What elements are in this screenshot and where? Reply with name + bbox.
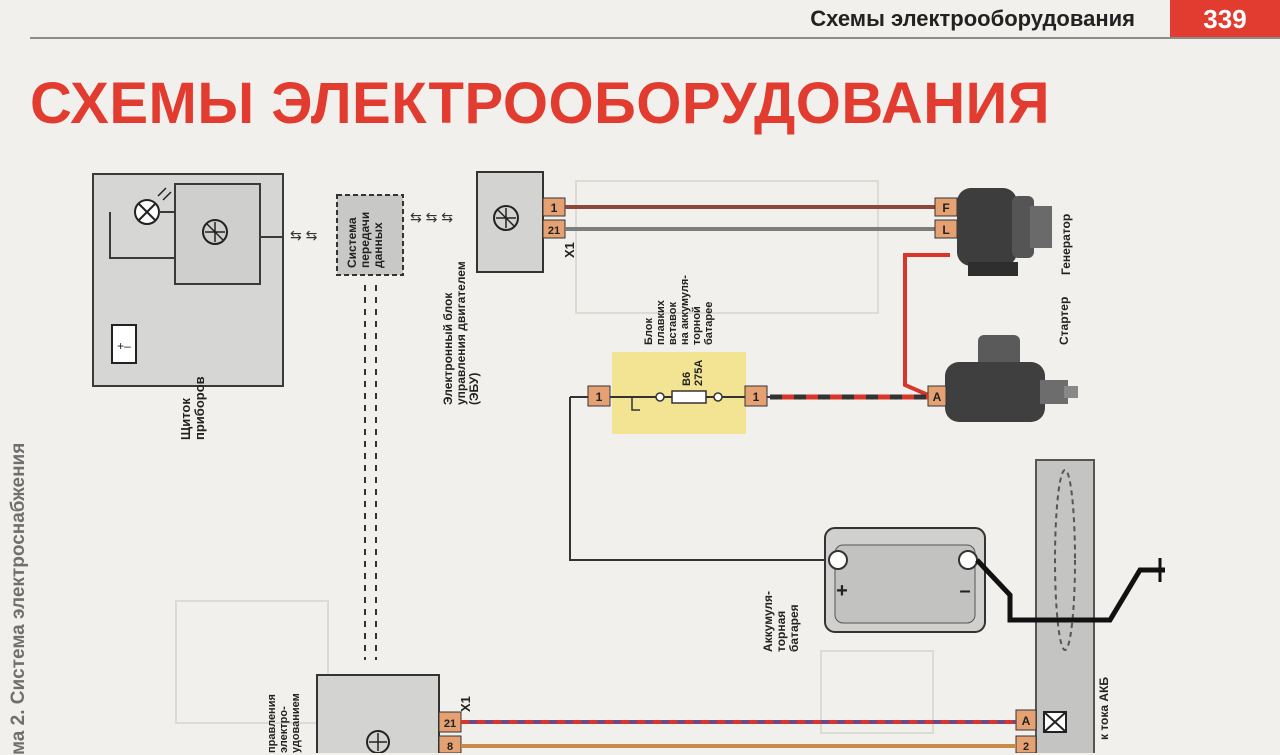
header-title: Схемы электрооборудования bbox=[810, 6, 1135, 31]
starter-pin-label: A bbox=[933, 390, 942, 404]
generator-pin-label: F bbox=[942, 201, 949, 215]
data-system-label: Системапередачиданных bbox=[345, 212, 385, 268]
generator-icon bbox=[957, 188, 1052, 276]
battery-minus-terminal bbox=[958, 550, 978, 570]
fuse-rating: В6275А bbox=[681, 360, 705, 386]
ecu-block bbox=[476, 171, 544, 273]
bus-arrow-icon: ⇆ ⇆ ⇆ bbox=[410, 209, 453, 225]
main-title: СХЕМЫ ЭЛЕКТРООБОРУДОВАНИЯ bbox=[30, 71, 1051, 136]
background-ghost-box bbox=[175, 600, 329, 724]
generator-label: Генератор bbox=[1059, 214, 1073, 275]
sensor-label: к тока АКБ bbox=[1097, 677, 1111, 740]
ground-cable bbox=[975, 558, 1165, 623]
ecu-label: Электронный блокуправления двигателем(ЭБ… bbox=[441, 261, 481, 405]
fuse-icon bbox=[631, 390, 723, 411]
panel-inner-box bbox=[174, 183, 261, 285]
fuse-pin-label: 1 bbox=[596, 390, 603, 404]
fuse-block-label: Блокплавкихвставокна аккумуля-торнойбата… bbox=[643, 275, 715, 345]
bus-arrow-icon: ⇆ ⇆ bbox=[290, 227, 318, 243]
battery-label: Аккумуля-торнаябатарея bbox=[761, 591, 801, 652]
data-transfer-system bbox=[336, 194, 404, 276]
ecu-connector-label: X1 bbox=[562, 242, 577, 258]
ecu-pin-label: 21 bbox=[548, 225, 560, 237]
battery-plus-terminal bbox=[828, 550, 848, 570]
battery-current-sensor bbox=[1035, 459, 1095, 753]
warning-lamp-icon bbox=[134, 187, 172, 225]
svg-text:+–: +– bbox=[117, 339, 131, 353]
generator-pin-label: L bbox=[942, 223, 949, 237]
sensor-pin-label: 2 bbox=[1023, 741, 1029, 753]
battery-warning-icon: +– bbox=[111, 324, 137, 364]
bcu-pin-label: 21 bbox=[444, 718, 456, 730]
page-number: 339 bbox=[1170, 0, 1280, 38]
starter-icon bbox=[945, 335, 1078, 422]
processor-icon bbox=[493, 205, 519, 231]
processor-icon bbox=[202, 219, 228, 245]
battery-minus-sign: – bbox=[959, 580, 970, 602]
battery-plus-sign: + bbox=[836, 580, 848, 602]
panel-label: Щитокприборов bbox=[178, 376, 207, 440]
ecu-pin-label: 1 bbox=[551, 201, 558, 215]
header-rule bbox=[30, 37, 1280, 39]
sensor-pin-label: A bbox=[1022, 714, 1031, 728]
starter-label: Стартер bbox=[1057, 297, 1071, 345]
bcu-pin-label: 8 bbox=[447, 741, 453, 753]
bcu-label: правленияэлектро-удованием bbox=[266, 693, 302, 753]
fuse-pin-label: 1 bbox=[753, 390, 760, 404]
background-ghost-box bbox=[575, 180, 879, 314]
bcu-connector-label: X1 bbox=[458, 696, 473, 712]
background-ghost-box bbox=[820, 650, 934, 734]
processor-icon bbox=[366, 730, 390, 753]
